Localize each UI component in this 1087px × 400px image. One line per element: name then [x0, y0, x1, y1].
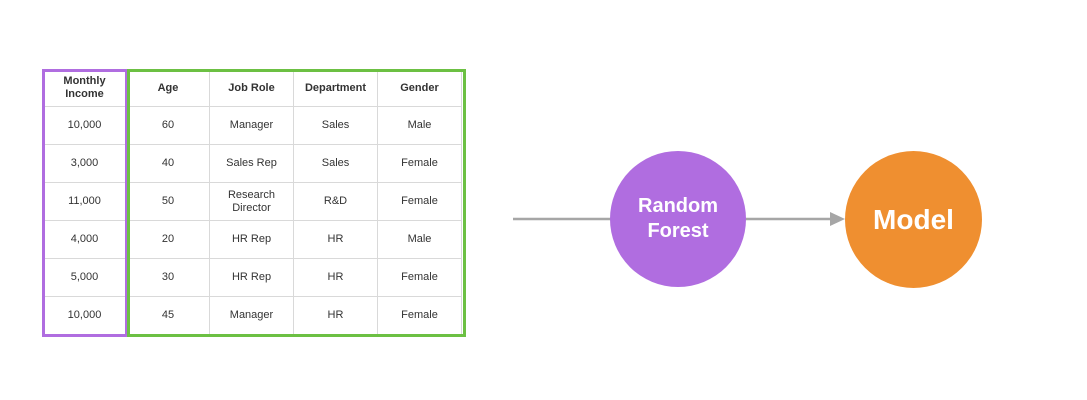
cell-gender: Male [377, 220, 462, 259]
header-monthly-income: Monthly Income [42, 69, 127, 107]
cell-job-role: HR Rep [209, 258, 294, 297]
cell-gender: Female [377, 182, 462, 221]
header-gender: Gender [377, 69, 462, 107]
cell-department: Sales [293, 144, 378, 183]
cell-age: 30 [126, 258, 210, 297]
table-row: 11,000 50 Research Director R&D Female [42, 182, 462, 221]
cell-monthly-income: 4,000 [42, 220, 127, 259]
random-forest-label: Random Forest [638, 195, 718, 242]
training-data-table: Monthly Income Age Job Role Department G… [42, 69, 462, 335]
model-label: Model [873, 203, 954, 235]
cell-gender: Male [377, 106, 462, 145]
header-age: Age [126, 69, 210, 107]
header-department: Department [293, 69, 378, 107]
model-node: Model [845, 151, 982, 288]
cell-gender: Female [377, 144, 462, 183]
cell-gender: Female [377, 258, 462, 297]
table-header-row: Monthly Income Age Job Role Department G… [42, 69, 462, 107]
table-row: 10,000 45 Manager HR Female [42, 296, 462, 335]
cell-job-role: Manager [209, 106, 294, 145]
random-forest-node: Random Forest [610, 151, 746, 287]
training-data-table-wrap: Monthly Income Age Job Role Department G… [42, 69, 462, 335]
cell-age: 20 [126, 220, 210, 259]
cell-gender: Female [377, 296, 462, 335]
cell-monthly-income: 11,000 [42, 182, 127, 221]
cell-monthly-income: 3,000 [42, 144, 127, 183]
table-row: 5,000 30 HR Rep HR Female [42, 258, 462, 297]
cell-job-role: HR Rep [209, 220, 294, 259]
arrow-head-icon [830, 212, 845, 226]
